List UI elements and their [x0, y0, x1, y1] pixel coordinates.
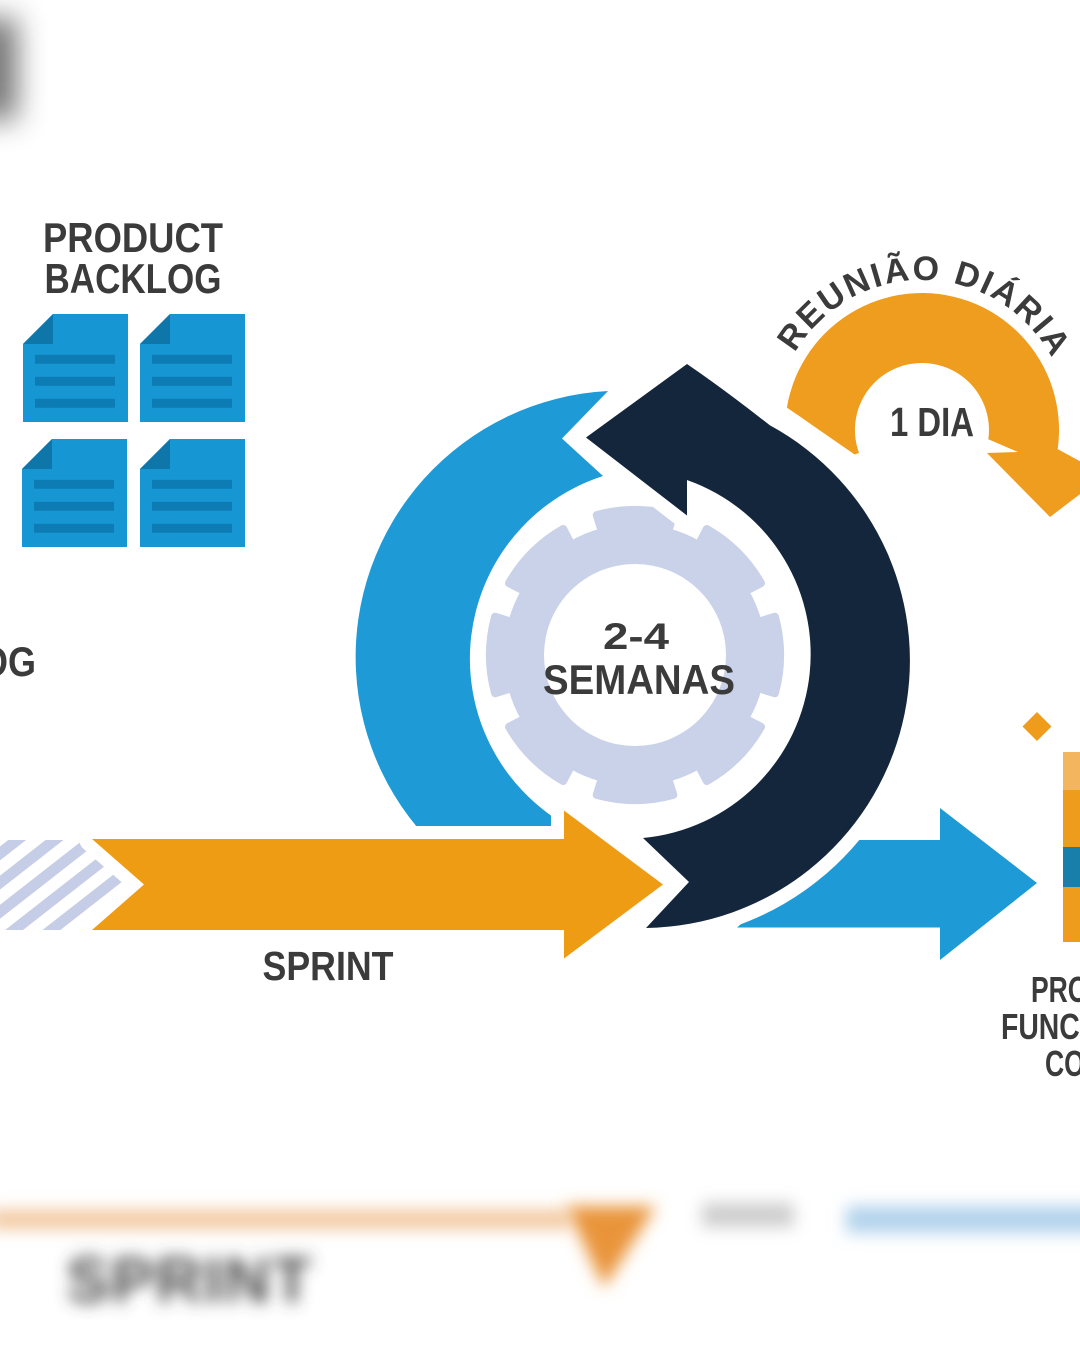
svg-text:SPRINT: SPRINT: [67, 1244, 314, 1316]
svg-text:OG: OG: [0, 638, 36, 685]
svg-text:2-4: 2-4: [603, 616, 670, 657]
svg-text:PRODUCT: PRODUCT: [43, 214, 223, 261]
svg-text:FUNCIONAL: FUNCIONAL: [1001, 1006, 1080, 1047]
svg-text:COMPLETO: COMPLETO: [1045, 1043, 1080, 1084]
svg-text:BACKLOG: BACKLOG: [45, 255, 222, 302]
svg-text:1 DIA: 1 DIA: [890, 399, 974, 445]
svg-text:PRODUTO: PRODUTO: [1031, 969, 1080, 1010]
svg-text:SEMANAS: SEMANAS: [543, 656, 735, 703]
svg-text:SPRINT: SPRINT: [263, 943, 394, 989]
